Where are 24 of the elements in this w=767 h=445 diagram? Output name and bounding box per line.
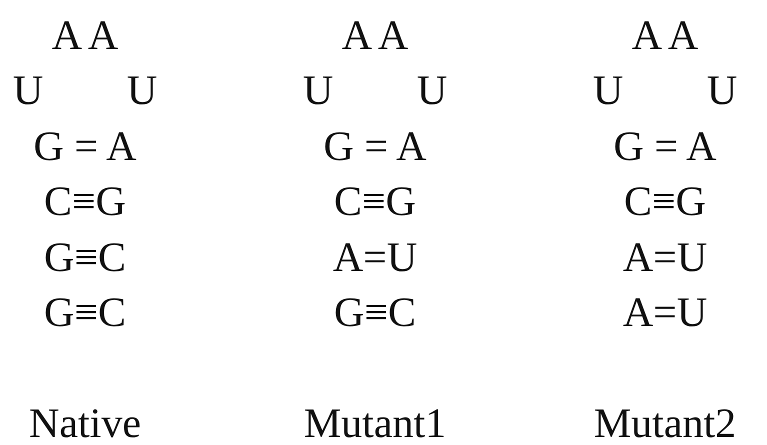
base-pair: G = A [613,126,717,168]
base-pair: A=U [622,237,708,279]
base-letter: U [592,70,624,112]
variant-caption: Native [29,403,141,445]
base-pair: C≡G [44,181,126,223]
base-pair: G≡C [44,237,126,279]
loop-bases: A A [632,15,698,57]
base-pair: A=U [622,292,708,334]
base-pair: A=U [332,237,418,279]
base-pair: C≡G [624,181,706,223]
base-pair: G≡C [44,292,126,334]
base-pair: G≡C [334,292,416,334]
base-letter: U [126,70,158,112]
loop-bases: A A [52,15,118,57]
variant-caption: Mutant1 [304,403,446,445]
base-letter: U [416,70,448,112]
base-letter: U [706,70,738,112]
base-pair: C≡G [334,181,416,223]
base-pair: G = A [33,126,137,168]
variant-caption: Mutant2 [594,403,736,445]
loop-bases: A A [342,15,408,57]
base-pair: G = A [323,126,427,168]
base-letter: U [12,70,44,112]
base-letter: U [302,70,334,112]
